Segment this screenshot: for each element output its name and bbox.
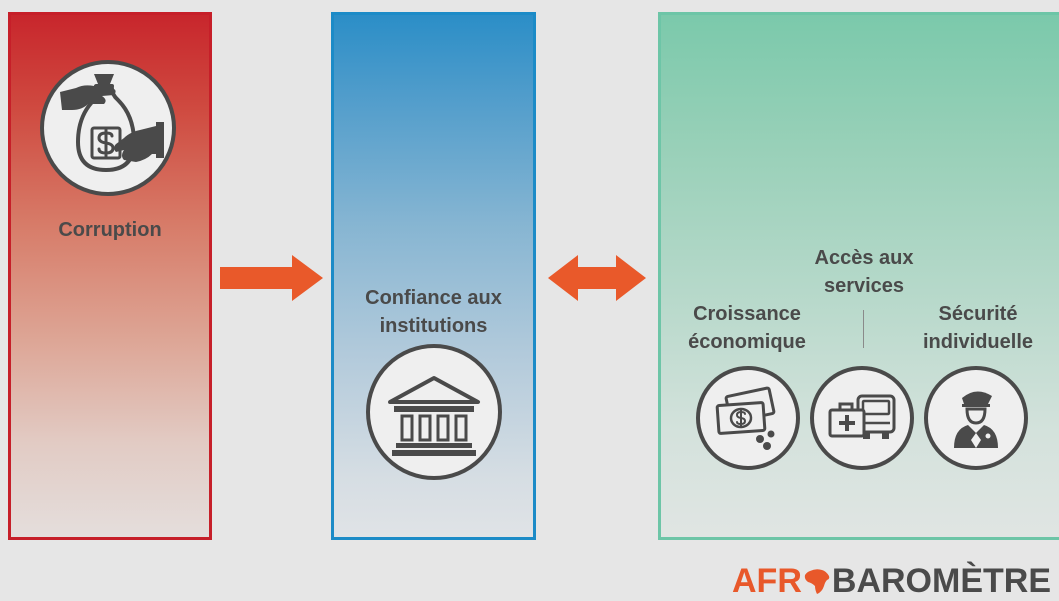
double-arrow-icon (548, 255, 646, 301)
arrow-right-icon (220, 255, 323, 301)
personal-security-label: Sécurité individuelle (913, 300, 1043, 356)
africa-icon (804, 569, 830, 594)
government-building-icon (366, 344, 502, 480)
money-bag-icon (40, 60, 176, 196)
corruption-label: Corruption (8, 216, 212, 244)
logo-prefix: AFR (732, 562, 802, 600)
services-access-line1: Accès aux (814, 247, 914, 269)
services-access-line2: services (823, 275, 905, 297)
institutions-label-line1: Confiance aux (365, 287, 502, 309)
afrobarometre-logo: AFR BAROMÈTRE (732, 562, 1051, 600)
personal-security-line2: individuelle (922, 331, 1034, 353)
logo-suffix: BAROMÈTRE (831, 562, 1051, 600)
personal-security-line1: Sécurité (938, 303, 1018, 325)
economic-growth-line1: Croissance (693, 303, 801, 325)
economic-growth-label: Croissance économique (682, 300, 812, 356)
panel-institutions (331, 12, 536, 540)
medical-kit-truck-icon (810, 366, 914, 470)
services-access-label: Accès aux services (804, 244, 924, 300)
police-officer-icon (924, 366, 1028, 470)
banknotes-coins-icon (696, 366, 800, 470)
corruption-label-text: Corruption (58, 219, 162, 241)
label-divider (863, 310, 864, 348)
economic-growth-line2: économique (688, 331, 806, 353)
institutions-label-line2: institutions (379, 315, 488, 337)
institutions-label: Confiance aux institutions (331, 284, 536, 340)
